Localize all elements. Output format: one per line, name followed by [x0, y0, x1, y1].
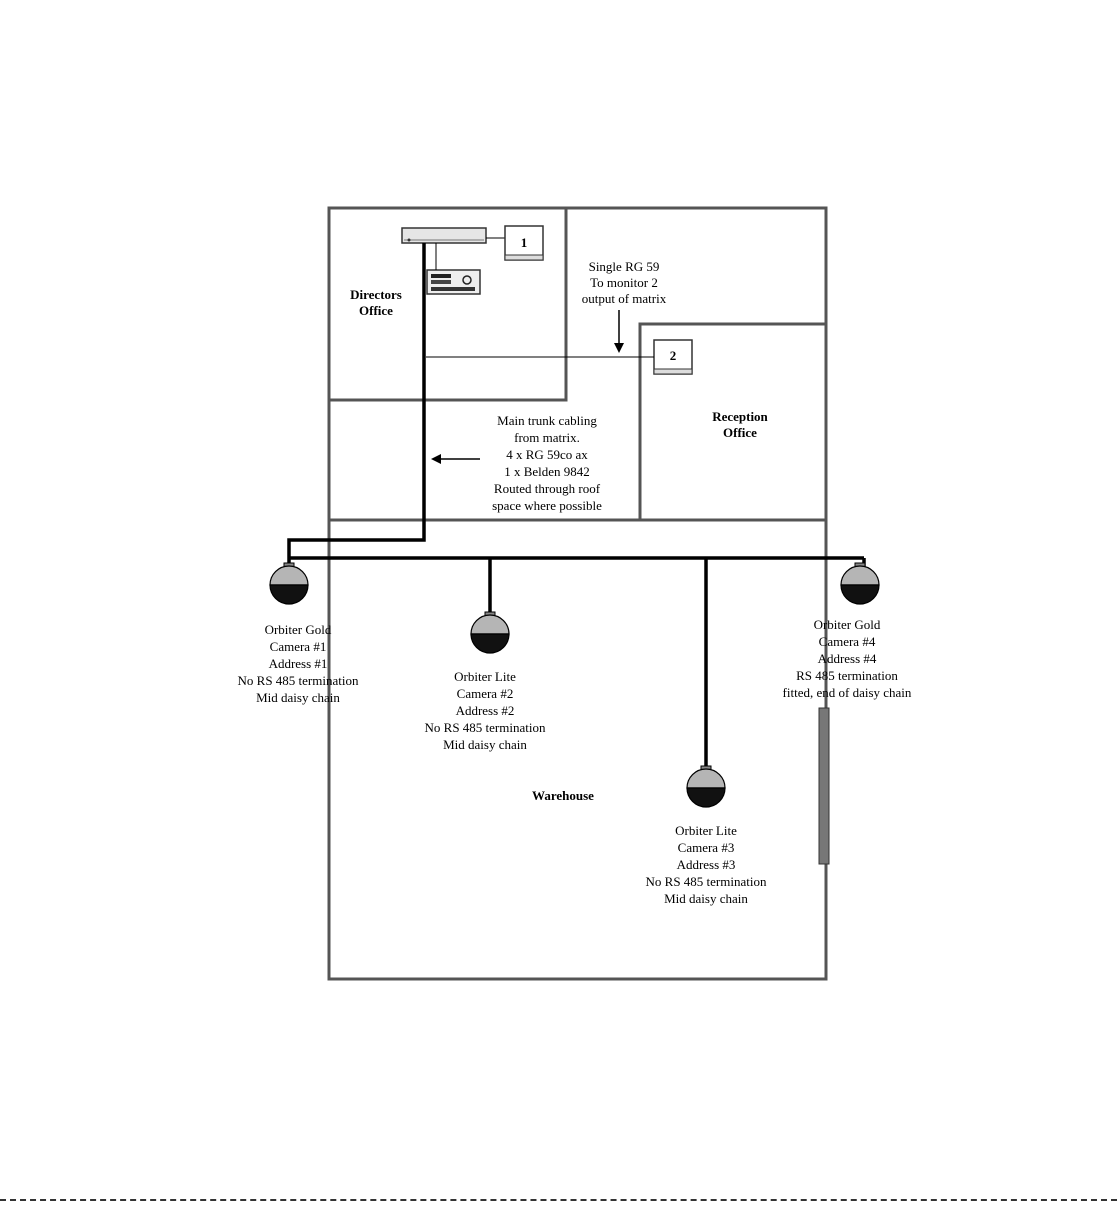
dome-camera-2-icon	[470, 611, 510, 654]
building-walls	[327, 206, 830, 981]
reception-office-wall	[638, 322, 826, 520]
outer-wall-inner-line	[330, 209, 825, 978]
dome-camera-3-icon	[686, 765, 726, 808]
directors-office-wall	[329, 208, 568, 402]
arrow-left-icon	[431, 454, 480, 464]
wall-rail	[818, 707, 830, 865]
matrix-unit	[401, 227, 487, 244]
monitor-2: 2	[653, 339, 693, 375]
dome-camera-4-icon	[840, 562, 880, 605]
arrow-down-icon	[614, 310, 624, 353]
warehouse-label: Warehouse	[532, 788, 594, 803]
outer-wall	[327, 206, 828, 981]
monitor-2-label: 2	[670, 348, 677, 363]
keyboard-controller	[426, 269, 481, 295]
monitor-1-label: 1	[521, 235, 528, 250]
dome-camera-1-icon	[269, 562, 309, 605]
page-footer-rule	[0, 1199, 1117, 1201]
main-trunk-cable	[287, 243, 426, 566]
monitor-1: 1	[504, 225, 544, 261]
